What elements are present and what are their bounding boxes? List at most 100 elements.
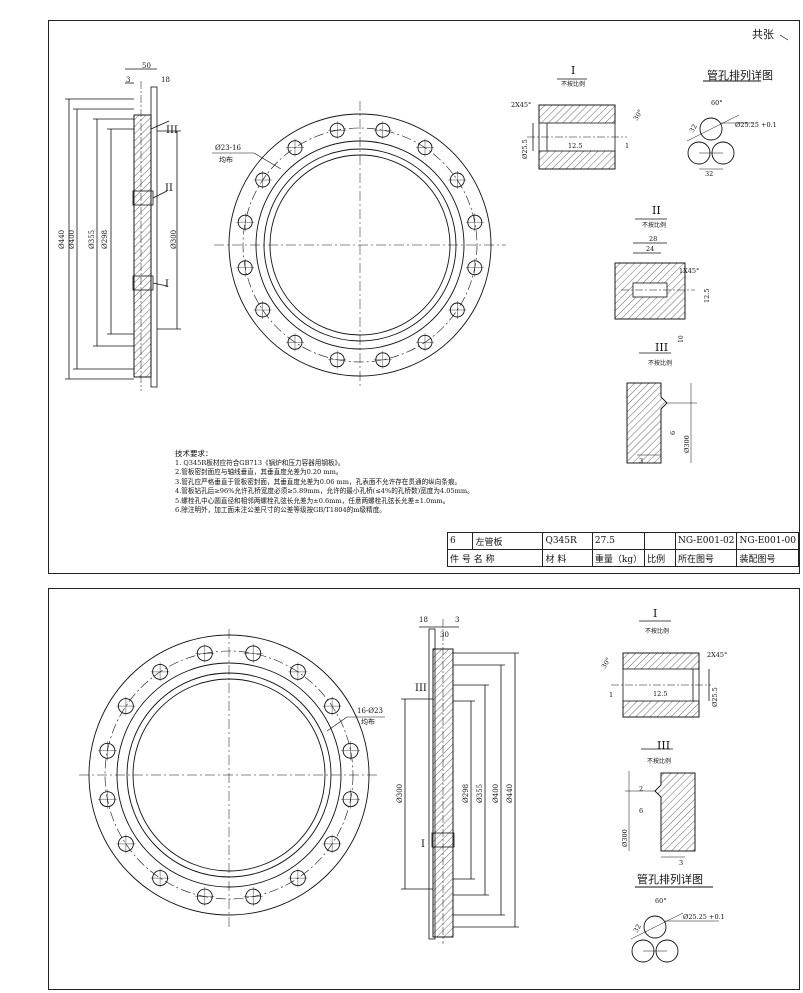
detail-I-dia: Ø25.5 xyxy=(521,139,529,159)
dim-300: Ø300 xyxy=(396,784,404,803)
detail-I-angle: 30° xyxy=(632,108,645,122)
label-detail-I: I xyxy=(165,279,169,290)
tube-hole-layout-view xyxy=(686,80,761,170)
detail-I-angle: 30° xyxy=(600,656,613,670)
title-header-cell: 重量（kg） xyxy=(591,549,646,567)
detail-III-view xyxy=(626,352,697,464)
hole-layout-pitch-b: 32 xyxy=(705,170,713,178)
title-header-cell: 装配图号 xyxy=(736,549,799,567)
hole-layout-pitch: 32 xyxy=(632,923,643,934)
title-block-row: 件 号 名 称 材 料 重量（kg） 比例 所在图号 装配图号 xyxy=(446,549,799,567)
label-detail-III: III xyxy=(166,125,178,136)
detail-I-dia: Ø25.5 xyxy=(711,687,719,707)
title-header-cell: 材 料 xyxy=(542,549,593,567)
note-item: 3.管孔应严格垂直于管板密封面，其垂直度允差为0.06 mm，孔表面不允许存在贯… xyxy=(175,477,462,486)
title-block: 6 左管板 Q345R 27.5 NG-E001-02 NG-E001-00 件… xyxy=(446,532,799,567)
page-count-label: 共张 xyxy=(752,28,774,41)
detail-I-rough: 12.5 xyxy=(568,142,582,150)
drawing-sheet-1: 共张 50 3 18 Ø440 xyxy=(48,20,800,574)
sheet1-graphics: 共张 50 3 18 Ø440 xyxy=(58,28,789,465)
detail-III-d3: 3 xyxy=(639,457,643,465)
hole-layout-dia: Ø25.25 +0.1 xyxy=(735,121,777,129)
title-header-cell: 所在图号 xyxy=(674,549,738,567)
dim-440: Ø440 xyxy=(58,230,66,249)
detail-III-d6: 6 xyxy=(639,807,643,815)
label-detail-II: II xyxy=(165,183,173,194)
detail-II-view xyxy=(614,218,695,320)
detail-II-title: II xyxy=(652,204,661,217)
hole-layout-title: 管孔排列详图 xyxy=(637,872,703,886)
dim-400: Ø400 xyxy=(68,230,76,249)
detail-I-title: I xyxy=(571,64,575,77)
tube-hole-layout-view xyxy=(630,886,719,963)
detail-III-d2: 2 xyxy=(639,785,643,793)
note-item: 4.管板钻孔后≥96%允许孔桥宽度必须≥5.89mm，允许的最小孔桥(≤4%的孔… xyxy=(175,487,474,495)
detail-II-chamfer: 1X45° xyxy=(679,267,699,275)
detail-II-d24: 24 xyxy=(646,245,654,253)
title-cell: 6 xyxy=(446,532,474,550)
bolt-hole-spec: Ø23-16 xyxy=(215,144,241,152)
dim-3: 3 xyxy=(455,616,459,624)
note-item: 1. Q345R板材应符合GB713《锅炉和压力容器用钢板》。 xyxy=(175,458,345,467)
detail-III-d6: 6 xyxy=(669,431,677,435)
sheet2-graphics: 16-Ø23 均布 18 3 30 Ø300 Ø298 Ø355 Ø400 xyxy=(79,607,727,963)
hole-layout-dia: Ø25.25 +0.1 xyxy=(683,913,725,921)
note-item: 5.螺栓孔中心圆直径和相邻两螺栓孔弦长允差为±0.6mm，任意两螺栓孔弦长允差±… xyxy=(175,496,450,505)
detail-II-depth: 10 xyxy=(678,335,685,343)
hole-layout-title: 管孔排列详图 xyxy=(707,68,773,82)
detail-I-subtitle: 不按比例 xyxy=(645,627,669,635)
detail-II-d28: 28 xyxy=(649,235,657,243)
detail-III-title: III xyxy=(655,341,668,354)
bolt-hole-note: 均布 xyxy=(361,717,375,726)
bolt-hole-spec: 16-Ø23 xyxy=(357,707,383,715)
technical-requirements: 技术要求： 1. Q345R板材应符合GB713《锅炉和压力容器用钢板》。 2.… xyxy=(175,449,474,516)
flange-front-view xyxy=(212,101,506,389)
dim-3: 3 xyxy=(126,76,130,84)
detail-III-dia: Ø300 xyxy=(621,829,629,847)
detail-I-view xyxy=(527,78,627,170)
dim-298: Ø298 xyxy=(462,784,470,803)
detail-III-subtitle: 不按比例 xyxy=(647,757,671,765)
detail-I-chamfer: 2X45° xyxy=(707,651,727,659)
title-cell xyxy=(644,532,676,550)
detail-III-view xyxy=(625,748,696,858)
detail-II-rough: 12.5 xyxy=(703,289,711,303)
dim-30: 30 xyxy=(440,631,449,639)
title-cell: 27.5 xyxy=(591,532,646,550)
bolt-hole-note: 均布 xyxy=(219,155,233,164)
detail-I-rough: 12.5 xyxy=(653,690,667,698)
detail-I-view xyxy=(611,620,711,718)
drawing-sheet-2: 16-Ø23 均布 18 3 30 Ø300 Ø298 Ø355 Ø400 xyxy=(48,588,800,990)
note-item: 6.除注明外，加工面未注公差尺寸的公差等级按GB/T1804的m级精度。 xyxy=(175,506,386,514)
detail-III-subtitle: 不按比例 xyxy=(648,359,672,367)
title-cell: 左管板 xyxy=(472,532,544,550)
title-cell: NG-E001-00 xyxy=(736,532,799,550)
dim-355: Ø355 xyxy=(476,784,484,803)
label-detail-I: I xyxy=(421,839,425,850)
title-cell: Q345R xyxy=(542,532,593,550)
flange-front-view xyxy=(79,629,385,929)
notes-heading: 技术要求： xyxy=(175,449,213,458)
detail-I-title: I xyxy=(653,607,657,620)
dim-298: Ø298 xyxy=(101,230,109,249)
dim-400: Ø400 xyxy=(492,784,500,803)
dim-300: Ø300 xyxy=(170,230,178,249)
title-block-row: 6 左管板 Q345R 27.5 NG-E001-02 NG-E001-00 xyxy=(446,532,799,550)
detail-I-one: 1 xyxy=(625,142,629,150)
flange-section-view xyxy=(65,68,181,391)
detail-III-d3: 3 xyxy=(679,859,683,867)
note-item: 2.管板密封面应与轴线垂直，其垂直度允差为0.20 mm。 xyxy=(175,468,343,476)
hole-layout-angle: 60° xyxy=(711,99,723,107)
hole-layout-angle: 60° xyxy=(655,897,667,905)
label-detail-III: III xyxy=(415,683,427,694)
title-header-cell: 件 号 名 称 xyxy=(446,549,544,567)
hole-layout-pitch-a: 32 xyxy=(688,123,699,134)
detail-I-chamfer: 2X45° xyxy=(511,101,531,109)
title-cell: NG-E001-02 xyxy=(674,532,738,550)
dim-50: 50 xyxy=(142,62,151,70)
detail-I-subtitle: 不按比例 xyxy=(561,80,585,88)
flange-section-view xyxy=(401,619,519,944)
dim-18: 18 xyxy=(419,616,428,624)
detail-II-subtitle: 不按比例 xyxy=(642,221,666,229)
dim-18: 18 xyxy=(161,76,170,84)
